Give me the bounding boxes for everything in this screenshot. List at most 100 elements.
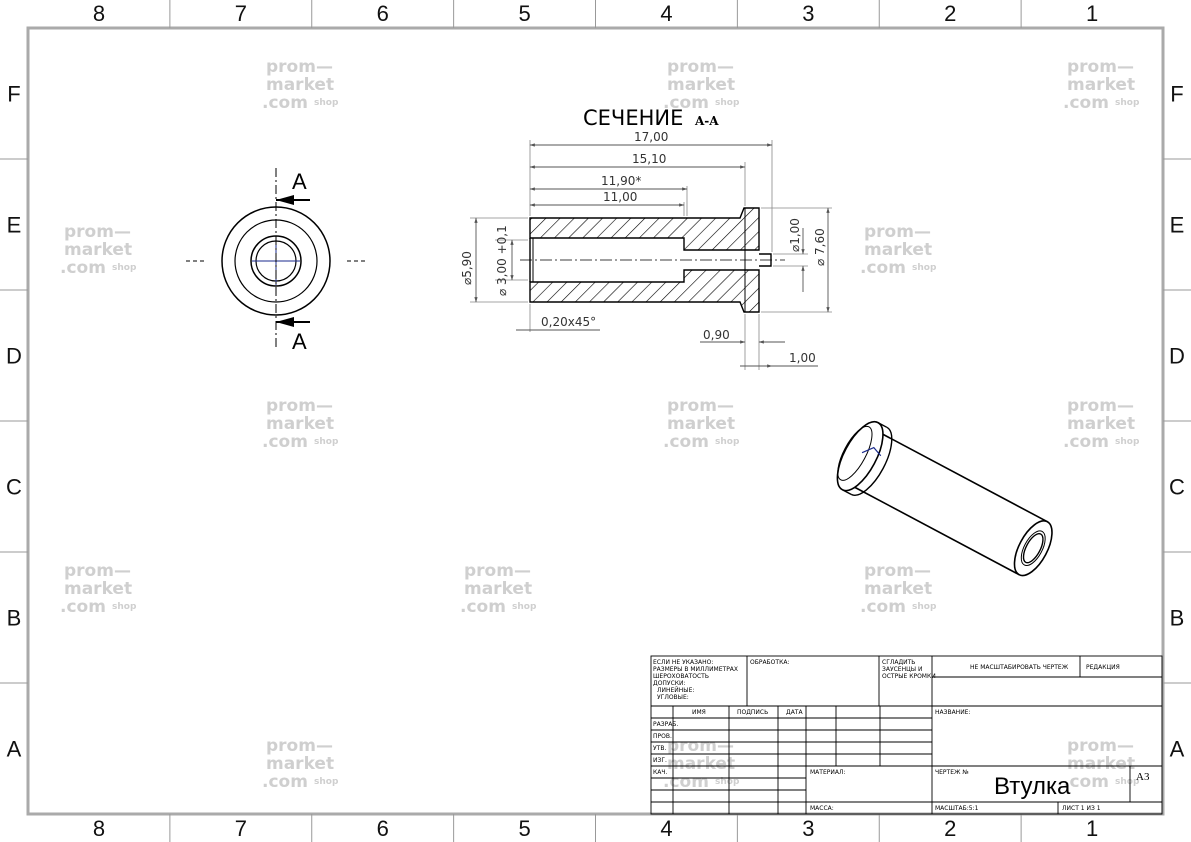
dim-overall-length: 17,00 [634, 130, 668, 144]
tb-note-1: ЕСЛИ НЕ УКАЗАНО: [653, 659, 713, 666]
zone-row-label: D [6, 344, 22, 369]
watermark-text: shop [314, 437, 339, 447]
section-subtitle: A-A [694, 114, 719, 128]
tb-material-label: МАТЕРИАЛ: [810, 769, 845, 776]
zone-row-label: A [1170, 737, 1185, 762]
dim-pin-diameter: ⌀1,00 [788, 218, 802, 252]
title-block-text: ЕСЛИ НЕ УКАЗАНО: РАЗМЕРЫ В МИЛЛИМЕТРАХ Ш… [653, 659, 1150, 812]
watermark-text: .com [460, 597, 506, 617]
dim-flange-width: 1,00 [789, 351, 816, 365]
zone-column-label: 8 [93, 1, 105, 26]
watermark-text: shop [1115, 98, 1140, 108]
tb-role-1: РАЗРАБ. [653, 721, 678, 728]
watermark-text: market [1067, 754, 1135, 774]
watermark-text: prom— [864, 222, 931, 242]
dim-chamfer: 0,20x45° [541, 315, 596, 329]
section-view: СЕЧЕНИЕ A-A [460, 106, 832, 370]
tb-name-label: НАЗВАНИЕ: [935, 709, 971, 716]
watermark-text: .com [1063, 432, 1109, 452]
watermark-text: .com [262, 93, 308, 113]
watermark-text: shop [112, 602, 137, 612]
zone-row-label: B [7, 606, 22, 631]
tb-col-sign: ПОДПИСЬ [737, 709, 768, 716]
zone-row-label: C [6, 475, 22, 500]
tb-note-2: РАЗМЕРЫ В МИЛЛИМЕТРАХ [653, 666, 738, 673]
watermark-text: market [864, 579, 932, 599]
watermark-text: market [667, 75, 735, 95]
cut-label-bottom: A [292, 329, 307, 354]
zone-row-label: C [1169, 475, 1185, 500]
dim-inner-diameter: ⌀ 3,00 +0,1 [495, 225, 509, 296]
zone-column-label: 4 [660, 816, 672, 841]
tb-note-4: ДОПУСКИ: [653, 680, 686, 687]
watermark-text: prom— [1067, 736, 1134, 756]
watermark-text: .com [663, 772, 709, 792]
dim-length-15: 15,10 [632, 152, 666, 166]
zone-row-label: A [7, 737, 22, 762]
watermark-text: .com [60, 258, 106, 278]
tb-col-date: ДАТА [786, 709, 803, 716]
tb-sheet-size: A3 [1136, 771, 1150, 783]
watermark-text: .com [860, 597, 906, 617]
zone-column-label: 3 [802, 1, 814, 26]
watermark-text: .com [1063, 772, 1109, 792]
tb-scale: МАСШТАБ:5:1 [935, 805, 979, 812]
dim-flange-diameter: ⌀ 7,60 [813, 228, 827, 266]
zone-column-label: 1 [1086, 1, 1098, 26]
dim-length-11-9: 11,90* [601, 174, 641, 188]
tb-role-3: УТВ. [653, 745, 666, 752]
tb-role-5: КАЧ. [653, 769, 667, 776]
watermark-text: .com [60, 597, 106, 617]
watermark-text: .com [663, 93, 709, 113]
zone-column-label: 2 [944, 1, 956, 26]
watermark-text: .com [262, 432, 308, 452]
dim-outer-diameter: ⌀5,90 [460, 251, 474, 285]
end-view: A A [186, 168, 366, 354]
zone-column-label: 6 [377, 816, 389, 841]
zone-column-label: 7 [235, 816, 247, 841]
watermark-text: shop [912, 602, 937, 612]
watermark-text: market [1067, 414, 1135, 434]
zone-row-label: F [7, 82, 20, 107]
watermark-text: market [667, 754, 735, 774]
zone-row-label: B [1170, 606, 1185, 631]
tb-note-5: ЛИНЕЙНЫЕ: [657, 687, 694, 694]
title-block [650, 655, 1163, 815]
tb-edges-3: ОСТРЫЕ КРОМКИ [882, 673, 936, 680]
watermark-text: market [266, 75, 334, 95]
watermark-text: market [266, 754, 334, 774]
tb-role-2: ПРОВ. [653, 733, 672, 740]
tb-revision: РЕДАКЦИЯ [1086, 664, 1120, 671]
watermark-text: market [667, 414, 735, 434]
zone-column-label: 5 [518, 1, 530, 26]
watermark-text: prom— [667, 736, 734, 756]
zone-row-label: E [1170, 213, 1185, 238]
watermark-text: prom— [64, 222, 131, 242]
zone-row-label: F [1170, 82, 1183, 107]
watermark-text: prom— [667, 396, 734, 416]
zone-column-label: 1 [1086, 816, 1098, 841]
zone-column-label: 2 [944, 816, 956, 841]
watermark-text: .com [860, 258, 906, 278]
watermark-text: .com [262, 772, 308, 792]
watermark-text: prom— [1067, 57, 1134, 77]
tb-col-name: ИМЯ [692, 709, 706, 716]
watermark-text: shop [314, 98, 339, 108]
isometric-view [836, 420, 1053, 577]
watermark-text: prom— [64, 561, 131, 581]
